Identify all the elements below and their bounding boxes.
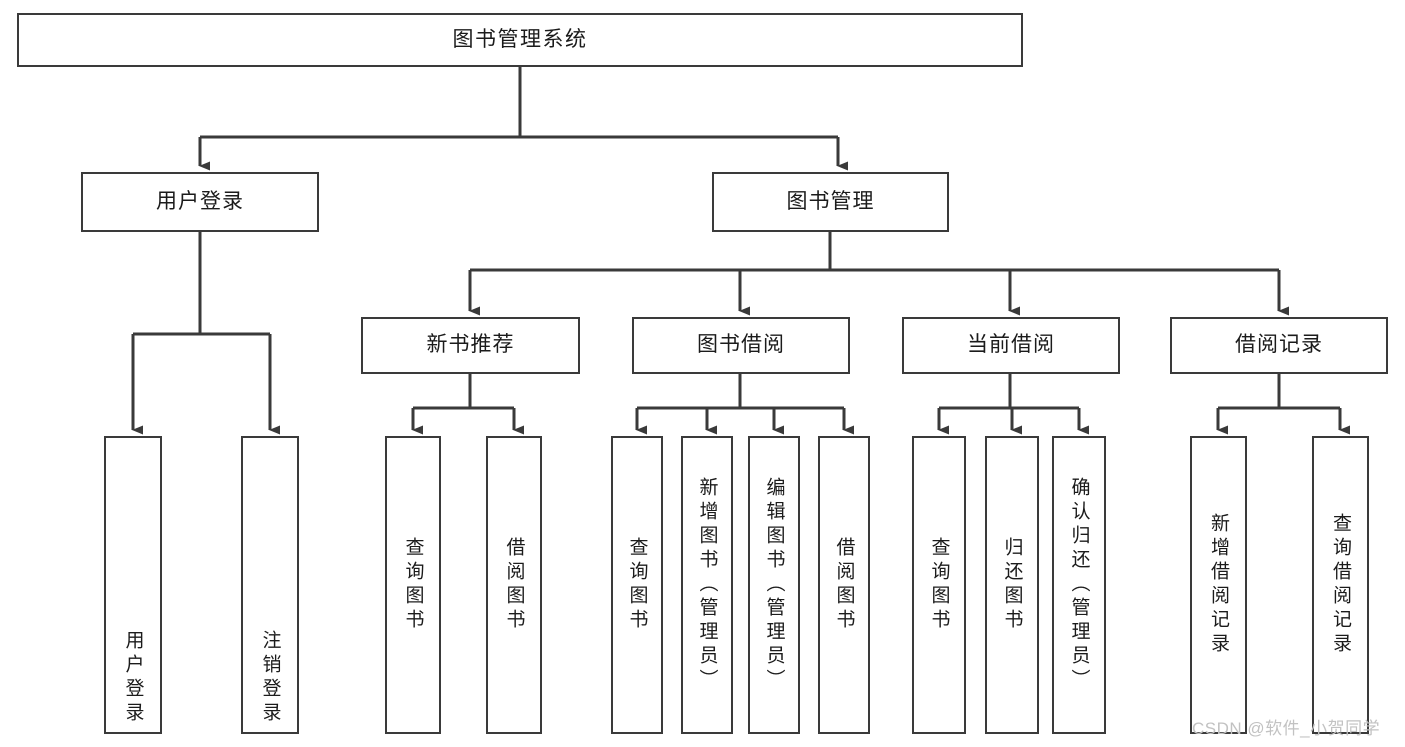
node-leaf-borrow-book-2[interactable]: 借阅图书 [818, 436, 870, 734]
node-book-borrow-label: 图书借阅 [697, 333, 785, 357]
node-borrow-record[interactable]: 借阅记录 [1170, 317, 1388, 374]
node-leaf-add-book-label: 新增图书（管理员） [696, 477, 718, 693]
node-current-borrow-label: 当前借阅 [967, 333, 1055, 357]
node-leaf-borrow-book-2-label: 借阅图书 [833, 537, 855, 633]
node-leaf-add-book[interactable]: 新增图书（管理员） [681, 436, 733, 734]
node-user-login[interactable]: 用户登录 [81, 172, 319, 232]
node-leaf-user-login[interactable]: 用户登录 [104, 436, 162, 734]
node-current-borrow[interactable]: 当前借阅 [902, 317, 1120, 374]
node-leaf-add-record-label: 新增借阅记录 [1208, 513, 1229, 657]
node-leaf-query-book-3[interactable]: 查询图书 [912, 436, 966, 734]
node-leaf-query-record-label: 查询借阅记录 [1330, 513, 1351, 657]
node-leaf-borrow-book-1-label: 借阅图书 [503, 537, 525, 633]
node-borrow-record-label: 借阅记录 [1235, 333, 1323, 357]
node-leaf-borrow-book-1[interactable]: 借阅图书 [486, 436, 542, 734]
node-leaf-user-login-label: 用户登录 [122, 630, 144, 726]
node-book-manage-label: 图书管理 [786, 189, 875, 213]
node-leaf-edit-book-label: 编辑图书（管理员） [763, 477, 785, 693]
node-leaf-edit-book[interactable]: 编辑图书（管理员） [748, 436, 800, 734]
csdn-watermark: CSDN @软件_小贺同学 [1192, 719, 1381, 738]
node-leaf-query-book-3-label: 查询图书 [928, 537, 950, 633]
node-leaf-query-book-2[interactable]: 查询图书 [611, 436, 663, 734]
node-user-login-label: 用户登录 [156, 189, 244, 213]
node-leaf-confirm-return-label: 确认归还（管理员） [1068, 477, 1090, 693]
node-leaf-confirm-return[interactable]: 确认归还（管理员） [1052, 436, 1106, 734]
node-book-manage[interactable]: 图书管理 [712, 172, 949, 232]
node-new-book-rec[interactable]: 新书推荐 [361, 317, 580, 374]
node-root-label: 图书管理系统 [452, 27, 588, 51]
node-leaf-logout-label: 注销登录 [259, 630, 281, 726]
node-book-borrow[interactable]: 图书借阅 [632, 317, 850, 374]
node-leaf-logout[interactable]: 注销登录 [241, 436, 299, 734]
node-leaf-return-book-label: 归还图书 [1001, 537, 1023, 633]
node-leaf-query-book-2-label: 查询图书 [626, 537, 648, 633]
node-leaf-query-record[interactable]: 查询借阅记录 [1312, 436, 1369, 734]
node-leaf-query-book-1-label: 查询图书 [402, 537, 424, 633]
node-leaf-query-book-1[interactable]: 查询图书 [385, 436, 441, 734]
node-leaf-add-record[interactable]: 新增借阅记录 [1190, 436, 1247, 734]
node-root[interactable]: 图书管理系统 [17, 13, 1023, 67]
node-new-book-rec-label: 新书推荐 [426, 333, 515, 357]
node-leaf-return-book[interactable]: 归还图书 [985, 436, 1039, 734]
